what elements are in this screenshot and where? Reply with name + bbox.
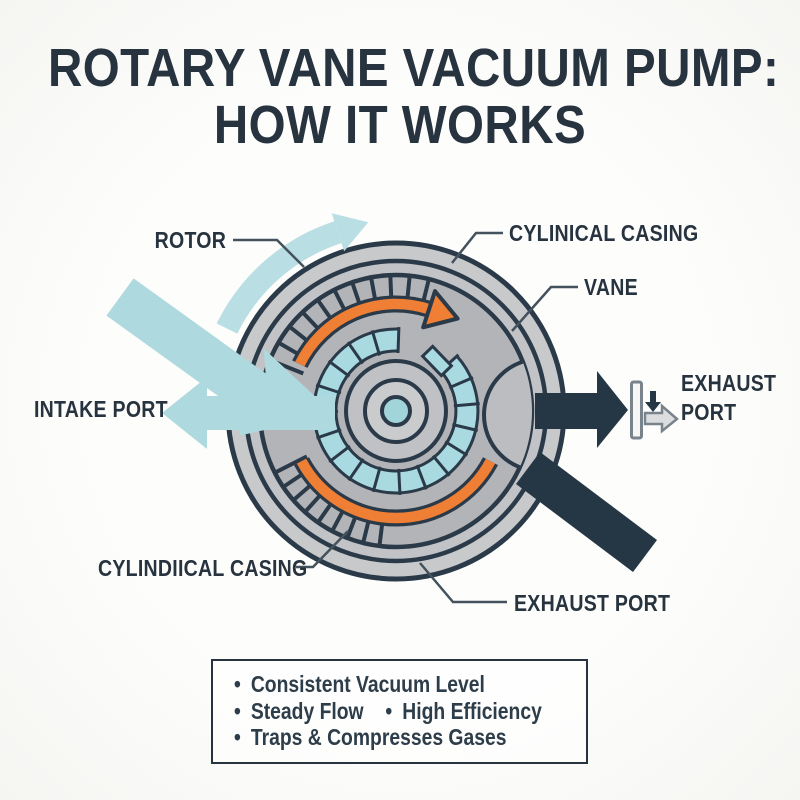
compression-arc-bottom	[296, 458, 496, 524]
label-exhaust-port-right: EXHAUST PORT	[681, 371, 776, 424]
bullet-icon	[234, 671, 241, 698]
feature-row: Consistent Vacuum Level	[234, 671, 530, 698]
rotor-rotation-arrow-icon	[216, 221, 342, 334]
leader-line-casing-bottom	[296, 530, 349, 569]
fitting-right-arrow-icon	[643, 403, 679, 434]
exhaust-pipe	[516, 452, 657, 572]
label-intake-port: INTAKE PORT	[34, 396, 168, 422]
leader-line-rotor	[233, 238, 305, 268]
feature-label: Steady Flow	[250, 697, 364, 724]
fitting-down-arrow-icon	[645, 391, 661, 412]
title-line1: ROTARY VANE VACUUM PUMP:	[48, 38, 780, 98]
rotation-arrowhead-icon	[421, 289, 460, 330]
sliding-vane	[420, 344, 454, 378]
rotor-segment-ring-outer-edge	[312, 327, 480, 495]
rotor-segment-ring	[314, 328, 478, 493]
features-box: Consistent Vacuum Level Steady Flow High…	[211, 659, 588, 764]
feature-item: Steady Flow	[234, 698, 364, 725]
label-vane: VANE	[584, 274, 638, 300]
feature-label: Consistent Vacuum Level	[250, 671, 485, 697]
feature-label: Traps & Compresses Gases	[250, 724, 507, 750]
rotor-segment-ring-inner-edge	[334, 349, 458, 473]
label-exhaust-port-bottom: EXHAUST PORT	[514, 590, 671, 616]
leader-line-exhaust-bottom	[419, 562, 507, 604]
feature-item: Traps & Compresses Gases	[234, 724, 507, 751]
fitting-bar-icon	[630, 380, 643, 440]
feature-item: Consistent Vacuum Level	[234, 671, 485, 698]
vane-chamber-group	[482, 357, 532, 473]
leader-line-vane	[511, 285, 578, 332]
title-line2: HOW IT WORKS	[213, 95, 587, 155]
rotor-shaft-center	[380, 395, 412, 427]
label-exhaust-port-right-line2: PORT	[681, 399, 737, 425]
exhaust-fitting-icon	[630, 380, 679, 440]
feature-row: Steady Flow High Efficiency	[234, 698, 542, 725]
bullet-icon	[234, 724, 241, 751]
rotor-rotation-arrowhead-icon	[331, 213, 369, 252]
bullet-icon	[234, 698, 241, 725]
leader-line-casing-top	[451, 231, 503, 264]
feature-label: High Efficiency	[402, 697, 542, 724]
vane-chamber	[482, 357, 532, 473]
rotation-arrow-top	[295, 298, 431, 367]
page-title: ROTARY VANE VACUUM PUMP: HOW IT WORKS	[48, 38, 780, 155]
bullet-icon	[385, 698, 392, 725]
label-rotor: ROTOR	[154, 227, 226, 253]
exhaust-flow-arrow-icon	[535, 371, 628, 448]
label-cylindrical-casing-bottom: CYLINDIICAL CASING	[98, 555, 308, 581]
intake-flow-arrow-icon	[106, 278, 335, 436]
feature-item: High Efficiency	[385, 697, 542, 725]
label-exhaust-port-right-line1: EXHAUST	[681, 370, 777, 396]
label-cylindrical-casing-top: CYLINICAL CASING	[509, 220, 699, 246]
feature-row: Traps & Compresses Gases	[234, 724, 530, 751]
rotor-segment-dividers	[311, 327, 480, 495]
